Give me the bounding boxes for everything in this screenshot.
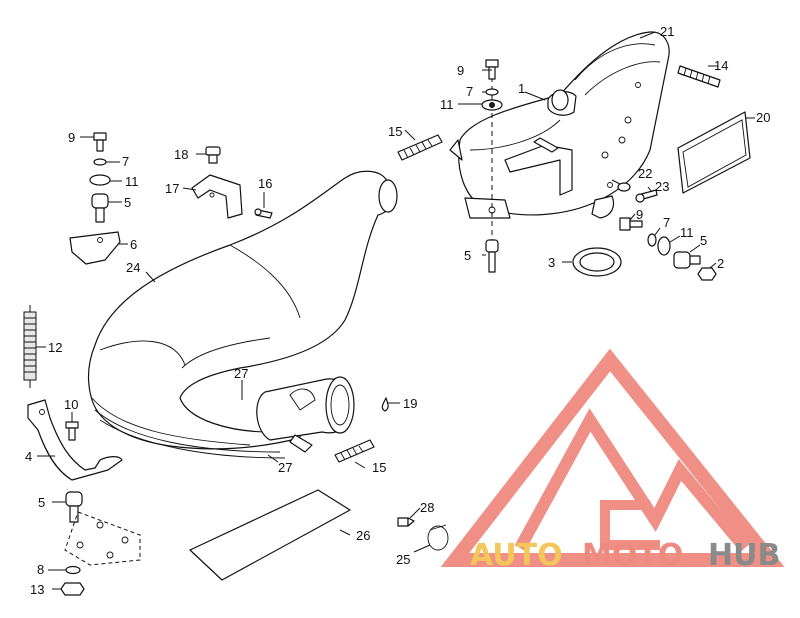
drop-19 <box>381 397 389 412</box>
washer-7-left <box>93 158 107 166</box>
washer-7-right <box>647 233 657 247</box>
callout-25: 25 <box>396 552 410 567</box>
rivet-16 <box>254 208 273 219</box>
callout-19: 19 <box>403 396 417 411</box>
callout-4: 4 <box>25 449 32 464</box>
callout-9-left: 9 <box>68 130 75 145</box>
callout-14: 14 <box>714 58 728 73</box>
callout-17: 17 <box>165 181 179 196</box>
gasket-plate-bottom-left <box>64 511 141 566</box>
washer-11-left <box>89 174 111 186</box>
spring-15-top <box>397 134 443 161</box>
callout-20: 20 <box>756 110 770 125</box>
callout-2: 2 <box>717 256 724 271</box>
rivet-23 <box>635 189 658 203</box>
bracket-6 <box>69 231 121 265</box>
callout-28: 28 <box>420 500 434 515</box>
exhaust-expansion-pipe <box>87 170 398 459</box>
callout-18: 18 <box>174 147 188 162</box>
callout-27-bottom: 27 <box>278 460 292 475</box>
nut-13 <box>60 582 85 596</box>
bolt-10 <box>65 421 79 441</box>
nut-2 <box>697 267 717 281</box>
callout-27-top: 27 <box>234 366 248 381</box>
callout-11-left: 11 <box>125 174 139 189</box>
spring-14 <box>677 65 721 88</box>
callout-numbers: 1 2 3 4 5 5 5 5 6 7 7 7 8 9 9 9 10 11 11… <box>25 24 770 597</box>
callout-22: 22 <box>638 166 652 181</box>
label-plate-20 <box>677 111 751 194</box>
spring-12 <box>23 305 37 388</box>
callout-6: 6 <box>130 237 137 252</box>
callout-26: 26 <box>356 528 370 543</box>
callout-7-right: 7 <box>663 215 670 230</box>
callout-9-right: 9 <box>636 207 643 222</box>
spring-15-bottom <box>334 439 375 463</box>
rubber-mount-5-bottom-left <box>65 491 83 523</box>
callout-5-muffler: 5 <box>464 248 471 263</box>
silencer-muffler <box>449 31 670 219</box>
callout-11-right: 11 <box>680 225 694 240</box>
callout-23: 23 <box>655 179 669 194</box>
rubber-mount-5-left <box>91 193 109 223</box>
callout-16: 16 <box>258 176 272 191</box>
callout-5-bottom-left: 5 <box>38 495 45 510</box>
callout-8: 8 <box>37 562 44 577</box>
callout-9-top-right: 9 <box>457 63 464 78</box>
plug-18 <box>205 146 221 164</box>
callout-5-right: 5 <box>700 233 707 248</box>
strap-4 <box>27 399 123 481</box>
callout-12: 12 <box>48 340 62 355</box>
washer-11-right <box>657 236 671 256</box>
callout-1: 1 <box>518 81 525 96</box>
rubber-mount-5-right <box>673 251 701 269</box>
washer-7-top-right <box>485 88 499 96</box>
bracket-17 <box>191 174 243 219</box>
gasket-ring-3 <box>572 247 622 277</box>
callout-7-top-right: 7 <box>466 84 473 99</box>
callout-11-top-right: 11 <box>440 97 454 112</box>
callout-10: 10 <box>64 397 78 412</box>
heat-shield-plate-26 <box>189 489 351 581</box>
clip-28 <box>397 517 415 527</box>
callout-3: 3 <box>548 255 555 270</box>
washer-11-hole <box>489 102 495 108</box>
callout-15-bottom: 15 <box>372 460 386 475</box>
callout-15-top: 15 <box>388 124 402 139</box>
watermark-logo <box>440 348 785 567</box>
watermark-wordmark: AUTO MOTO HUB <box>470 538 780 573</box>
callout-5-left: 5 <box>124 195 131 210</box>
leader-lines <box>36 31 755 590</box>
callout-7-left: 7 <box>122 154 129 169</box>
bolt-9-top-right <box>485 59 499 80</box>
watermark-auto: AUTO <box>470 538 563 573</box>
bolt-9-left <box>93 132 107 152</box>
callout-21: 21 <box>660 24 674 39</box>
callout-24: 24 <box>126 260 140 275</box>
rubber-mount-5-muffler <box>485 239 499 273</box>
watermark-hub: HUB <box>708 538 780 573</box>
washer-22 <box>617 182 631 192</box>
bolt-9-right <box>619 217 643 231</box>
callout-13: 13 <box>30 582 44 597</box>
watermark-moto: MOTO <box>582 538 683 573</box>
washer-8 <box>65 565 81 575</box>
clamp-25 <box>427 524 449 551</box>
